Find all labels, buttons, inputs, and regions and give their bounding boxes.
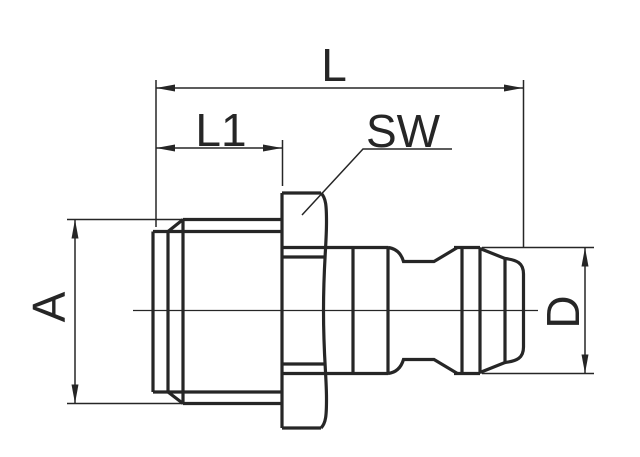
thread-chamfer-top [167, 218, 184, 233]
arrowhead-a-top [71, 219, 79, 239]
dimension-label-d: D [537, 295, 589, 328]
tip-taper-bottom [479, 361, 506, 374]
arrowhead-a-bottom [71, 384, 79, 404]
thread-chamfer-bottom [167, 390, 184, 405]
thread-section [151, 217, 283, 406]
sw-callout: SW [301, 105, 452, 216]
arrowhead-l1-right [263, 144, 282, 152]
arrowhead-l1-left [156, 144, 175, 152]
arrowhead-d-top [581, 247, 589, 267]
dimension-l: L [155, 39, 525, 247]
sw-label: SW [366, 105, 441, 157]
dimension-a: A [23, 218, 183, 405]
sw-leader-line [301, 148, 452, 216]
arrowhead-l-right [504, 84, 523, 92]
dimension-label-a: A [23, 291, 75, 322]
groove-bottom [387, 357, 458, 376]
tip-taper-top [479, 247, 506, 260]
groove-top [387, 245, 458, 264]
dimension-l1: L1 [156, 104, 284, 186]
arrowhead-d-bottom [581, 354, 589, 374]
dimension-label-l1: L1 [195, 104, 246, 156]
dimension-label-l: L [321, 39, 347, 91]
dimension-d: D [482, 246, 594, 375]
arrowhead-l-left [156, 84, 175, 92]
